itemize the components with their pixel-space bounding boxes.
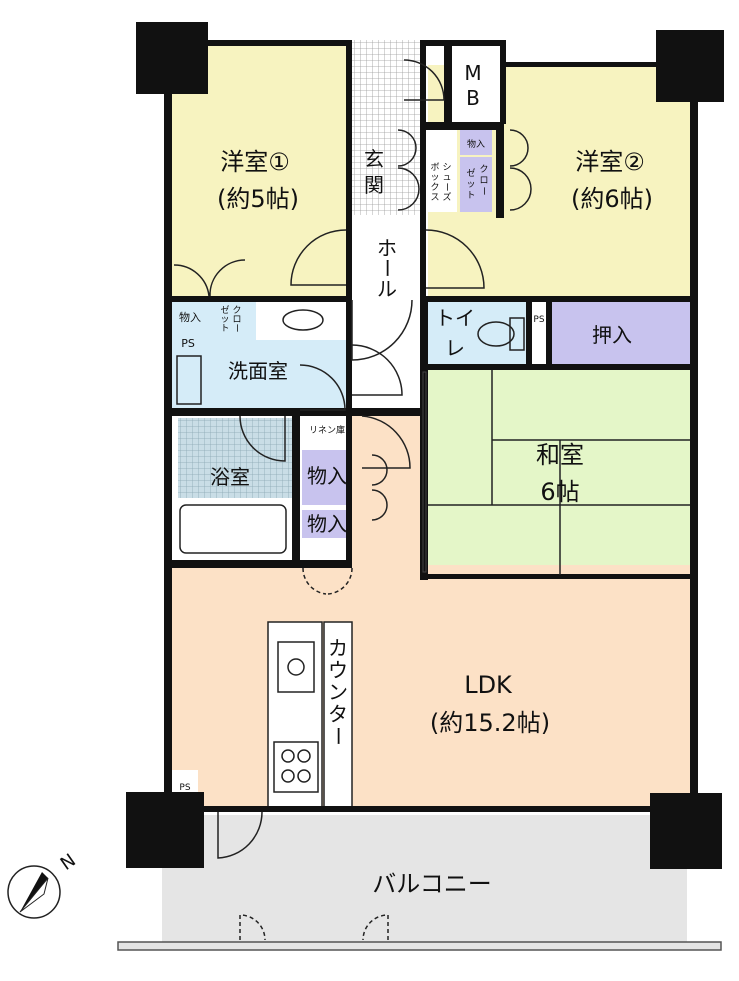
kitchen-counter <box>267 621 323 808</box>
counter-char: タ <box>328 702 348 726</box>
storage-left-label: 物入 <box>179 310 201 324</box>
bath-floor <box>178 418 293 498</box>
closet-right-char: ク <box>479 164 488 175</box>
hall-char-1: ホ <box>377 236 397 260</box>
washitsu-fill <box>428 370 690 575</box>
bath-tub-area <box>178 500 293 560</box>
shoes-box <box>425 130 457 212</box>
closet-left-char: ロ <box>232 315 241 325</box>
ldk-name: LDK <box>464 671 513 699</box>
mb-closet <box>450 45 500 122</box>
ps-label-ldk: PS <box>179 783 190 793</box>
counter-label: カ ウ ン タ ー <box>326 636 350 746</box>
washroom-label: 洗面室 <box>228 359 288 383</box>
shoes-box-char: ュ <box>442 173 451 183</box>
closet-left-char: ゼ <box>220 304 229 316</box>
compass-north-label: N <box>57 850 80 875</box>
hall-char-3: ル <box>377 277 397 301</box>
ps-label-toilet: PS <box>533 315 544 325</box>
balcony-label: バルコニー <box>372 870 492 898</box>
storage-mid-cell <box>302 450 352 505</box>
counter-char: ー <box>326 726 350 746</box>
walls <box>126 22 724 869</box>
shoes-box-char: ッ <box>430 173 439 183</box>
toilet-label-2: レ <box>445 336 465 360</box>
washitsu-name: 和室 <box>536 441 584 469</box>
closet-right-char: ト <box>466 191 475 201</box>
shoes-box-char: ク <box>430 182 439 193</box>
shoes-box-label: シ ュ ー ズ ボ ッ ク ス <box>430 162 451 203</box>
shoes-box-char: ー <box>441 182 451 191</box>
toilet-label-1: トイ <box>435 306 475 330</box>
storage-low-cell <box>302 510 352 538</box>
closet-left-char: ト <box>220 324 229 334</box>
bath-label: 浴室 <box>210 465 250 489</box>
fixtures <box>176 309 690 793</box>
door-swings <box>173 59 532 941</box>
ldk-fill <box>172 565 690 808</box>
ps-label: PS <box>181 337 195 350</box>
oshiire-label: 押入 <box>592 323 632 347</box>
entrance-label-2: 関 <box>364 173 384 197</box>
closet-left-char: ー <box>231 323 241 332</box>
mb-label-1: M <box>464 61 481 85</box>
shoes-box-char: ズ <box>442 191 451 203</box>
storage-mid-label: 物入 <box>307 464 347 488</box>
shoes-box-char: シ <box>442 163 451 173</box>
oshiire-fill <box>552 302 690 364</box>
closet-right-char: ロ <box>479 176 488 186</box>
shoes-box-char: ボ <box>430 162 439 173</box>
linen-cell <box>302 418 352 442</box>
closet-right-char: ゼ <box>466 167 475 179</box>
western1-name: 洋室① <box>220 148 290 176</box>
closet-left-char: ク <box>232 305 241 316</box>
closet-right-label: ク ロ ー ゼ ッ ト <box>466 164 488 201</box>
counter-char: ン <box>328 680 348 704</box>
closet-right-char: ー <box>478 186 488 195</box>
closet-right-char: ッ <box>466 180 475 190</box>
counter-char: ウ <box>328 658 348 682</box>
closet-left-label: ク ロ ー ゼ ッ ト <box>220 304 241 334</box>
ldk-corridor-fill <box>352 415 424 575</box>
western2-name: 洋室② <box>575 148 645 176</box>
washroom-counter <box>256 302 350 340</box>
closet-left-char: ッ <box>220 315 229 325</box>
mb-label-2: B <box>466 86 480 110</box>
storage-top <box>460 130 492 155</box>
storage-low-label: 物入 <box>307 512 347 536</box>
balcony-fill <box>162 815 687 942</box>
washitsu-size: 6帖 <box>540 478 579 506</box>
hall-char-2: ー <box>375 258 399 278</box>
western2-size: (約6帖) <box>571 185 653 213</box>
ps-cell-toilet <box>528 302 548 337</box>
shoes-box-char: ス <box>430 193 439 203</box>
entrance-label-1: 玄 <box>364 147 384 171</box>
counter-char: カ <box>328 636 348 660</box>
western1-size: (約5帖) <box>217 185 299 213</box>
ldk-size: (約15.2帖) <box>430 709 550 737</box>
closet-right <box>460 157 492 212</box>
balcony-rail <box>117 941 722 951</box>
compass-icon: N <box>7 850 80 919</box>
entrance-floor <box>352 40 422 215</box>
storage-top-label: 物入 <box>467 138 485 150</box>
linen-label: リネン庫 <box>309 424 345 436</box>
